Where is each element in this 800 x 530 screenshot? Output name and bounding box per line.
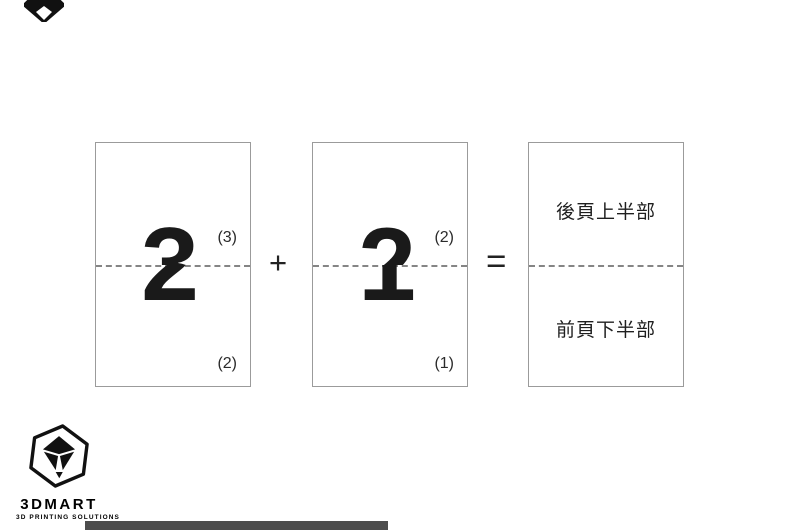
page-number-top-half: 2 xyxy=(332,225,442,265)
page-card-result: 後頁上半部 前頁下半部 xyxy=(528,142,684,387)
corner-mark-icon xyxy=(22,0,66,27)
result-bottom-text: 前頁下半部 xyxy=(555,319,656,341)
footer-bar xyxy=(85,521,388,530)
page-number-bottom-half: 1 xyxy=(332,265,442,305)
brand-tagline: 3D PRINTING SOLUTIONS xyxy=(16,514,120,521)
brand-logo: 3DMART 3D PRINTING SOLUTIONS xyxy=(16,422,120,521)
digit-top: 3 xyxy=(115,225,225,265)
page-index-label-bottom: (2) xyxy=(217,355,237,372)
page-index-label-top: (3) xyxy=(217,229,237,246)
fold-line xyxy=(313,264,467,267)
brand-name: 3DMART xyxy=(20,496,98,513)
fold-line xyxy=(96,264,250,267)
plus-operator: + xyxy=(269,245,288,280)
hexagon-logo-icon xyxy=(25,424,93,494)
fold-line xyxy=(529,264,683,267)
digit-bottom: 1 xyxy=(332,265,442,305)
result-top-text: 後頁上半部 xyxy=(555,201,656,223)
page-card-left: 3 2 (3) (2) xyxy=(95,142,251,387)
digit-bottom: 2 xyxy=(115,265,225,305)
page-index-label-bottom: (1) xyxy=(434,355,454,372)
page-card-middle: 2 1 (2) (1) xyxy=(312,142,468,387)
equals-operator: = xyxy=(486,242,507,281)
digit-top: 2 xyxy=(332,225,442,265)
page-index-label-top: (2) xyxy=(434,229,454,246)
page-number-top-half: 3 xyxy=(115,225,225,265)
page-number-bottom-half: 2 xyxy=(115,265,225,305)
